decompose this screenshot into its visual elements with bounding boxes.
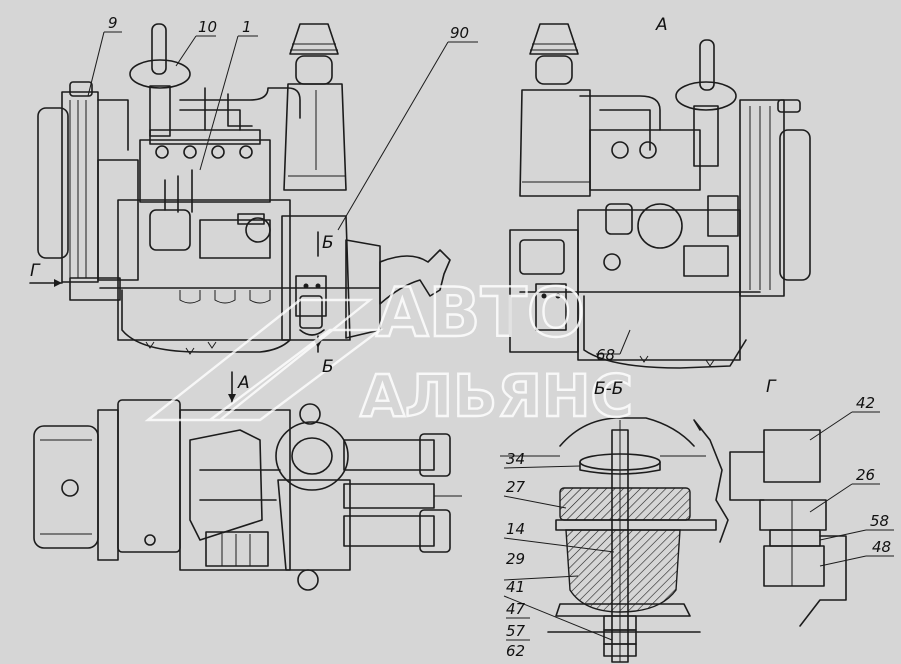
engine-right-view (509, 23, 811, 369)
callout-62: 62 (506, 642, 525, 660)
view-labels: А А Б Б Г Г Б-Б (30, 15, 777, 399)
callout-48: 48 (872, 538, 891, 556)
engine-left-view (29, 23, 451, 355)
view-label-a: А (655, 15, 668, 35)
watermark: АВТО АЛЬЯНС (144, 273, 634, 431)
frame-plate (555, 519, 717, 531)
radiator-right (739, 99, 785, 297)
callout-9: 9 (108, 14, 118, 32)
callout-34: 34 (506, 450, 525, 468)
callout-27: 27 (506, 478, 526, 496)
callout-1: 1 (242, 18, 252, 36)
callout-41: 41 (506, 578, 525, 596)
cylinder-head (139, 139, 271, 203)
radiator-top (33, 425, 99, 549)
callout-57: 57 (506, 622, 526, 640)
clutch-housing-right (509, 229, 579, 353)
engine-top-view (33, 371, 462, 591)
clutch-bell-top (275, 421, 349, 491)
arrow-label-g: Г (30, 261, 41, 281)
callout-26: 26 (856, 466, 875, 484)
air-cleaner-top (117, 399, 181, 553)
watermark-line1: АВТО (376, 274, 585, 353)
section-mark-b-upper: Б (322, 233, 334, 253)
callout-90: 90 (450, 24, 469, 42)
plate-26 (759, 499, 827, 531)
air-cleaner-cap (289, 23, 339, 55)
callout-14: 14 (506, 520, 525, 538)
section-mark-b-lower: Б (322, 357, 334, 377)
leaders-right (596, 329, 631, 355)
leaders-view-g (809, 411, 894, 567)
air-cleaner-body (283, 83, 347, 191)
section-b-b (500, 417, 729, 663)
rubber-cushion-29 (565, 529, 681, 613)
bracket-27 (559, 487, 691, 521)
oil-pan (121, 289, 291, 353)
bracket-42 (763, 429, 821, 483)
output-shaft-1 (343, 439, 435, 471)
callout-58: 58 (870, 512, 889, 530)
callout-68: 68 (596, 346, 615, 364)
muffler (129, 59, 191, 89)
gearbox-output (345, 239, 381, 339)
leaders-section (503, 465, 615, 641)
cushion-48 (763, 545, 825, 587)
callout-labels: 9 10 1 90 68 42 26 58 48 34 27 14 29 41 … (108, 14, 891, 660)
callout-10: 10 (198, 18, 217, 36)
leaders-left (87, 31, 478, 231)
exhaust-pipe (151, 23, 167, 75)
callout-47: 47 (506, 600, 526, 618)
callout-42: 42 (856, 394, 875, 412)
callout-29: 29 (506, 550, 525, 568)
air-cleaner-body-right (519, 89, 591, 197)
clutch-housing (281, 215, 351, 341)
view-label-g: Г (766, 377, 777, 397)
watermark-logo-icon (144, 298, 384, 422)
radiator-side (37, 107, 69, 259)
watermark-line2: АЛЬЯНС (360, 362, 633, 430)
view-g (729, 429, 847, 627)
radiator-base (69, 277, 121, 301)
arrow-label-a: А (237, 373, 250, 393)
section-title-b-b: Б-Б (594, 379, 623, 399)
